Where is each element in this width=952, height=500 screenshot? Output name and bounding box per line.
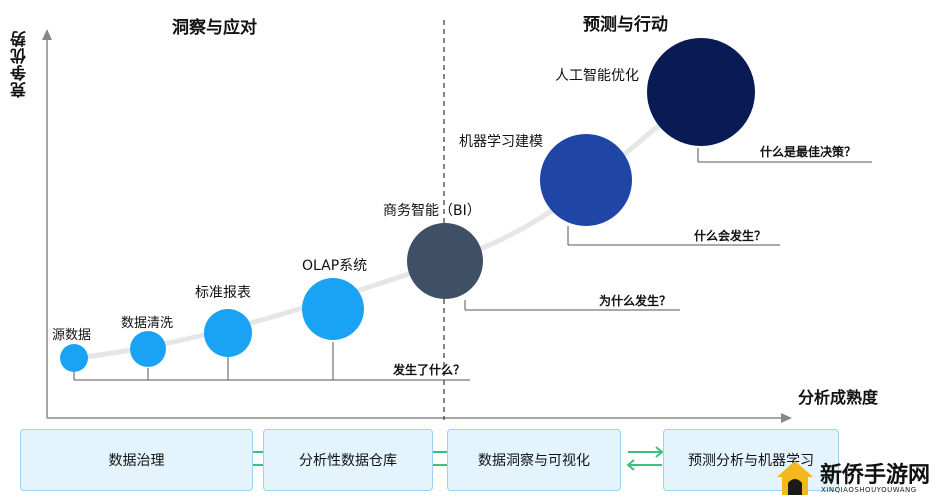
stage-label: 预测分析与机器学习 [688,453,814,469]
double-arrow-3 [626,446,664,471]
node-label-bi: 商务智能（BI） [383,203,481,219]
stage-insight-visualization: 数据洞察与可视化 [447,429,621,491]
node-label-ai: 人工智能优化 [555,68,639,84]
question-bracket-2 [464,300,680,311]
left-section-title: 洞察与应对 [172,18,257,38]
y-axis-arrow [42,29,52,40]
node-label-source-data: 源数据 [52,328,92,343]
node-label-olap: OLAP系统 [302,258,368,274]
question-why-happened: 为什么发生？ [599,294,672,308]
question-best-decision: 什么是最佳决策？ [760,145,857,159]
stage-label: 数据治理 [108,453,165,469]
house-icon [777,461,813,495]
node-label-standard-reports: 标准报表 [195,285,251,301]
node-label-ml: 机器学习建模 [459,134,543,150]
node-source-data [60,344,88,372]
node-ml [540,134,632,226]
stage-label: 数据洞察与可视化 [478,453,590,469]
watermark-subtext: XINQIAOSHOUYOUWANG [821,486,917,494]
node-data-cleaning [130,331,166,367]
question-bracket-4 [697,148,872,163]
stage-label: 分析性数据仓库 [299,453,397,469]
node-olap [302,278,364,340]
question-bracket-1 [73,342,470,381]
x-axis-arrow [781,413,792,423]
stage-data-governance: 数据治理 [20,429,253,491]
right-section-title: 预测与行动 [583,15,668,35]
node-label-data-cleaning: 数据清洗 [121,316,174,331]
node-bi [407,223,483,299]
y-axis-label: 竞争优势 [10,30,29,98]
node-standard-reports [204,309,252,357]
watermark-text: 新侨手游网 [820,462,931,488]
question-what-will-happen: 什么会发生？ [694,229,767,243]
watermark-logo: 新侨手游网 XINQIAOSHOUYOUWANG [775,455,947,499]
stage-predictive-ml: 预测分析与机器学习 [663,429,839,491]
stage-analytic-warehouse: 分析性数据仓库 [263,429,433,491]
question-what-happened: 发生了什么？ [393,363,466,377]
question-bracket-3 [567,226,780,246]
x-axis-label: 分析成熟度 [798,388,879,407]
node-ai [647,38,755,146]
